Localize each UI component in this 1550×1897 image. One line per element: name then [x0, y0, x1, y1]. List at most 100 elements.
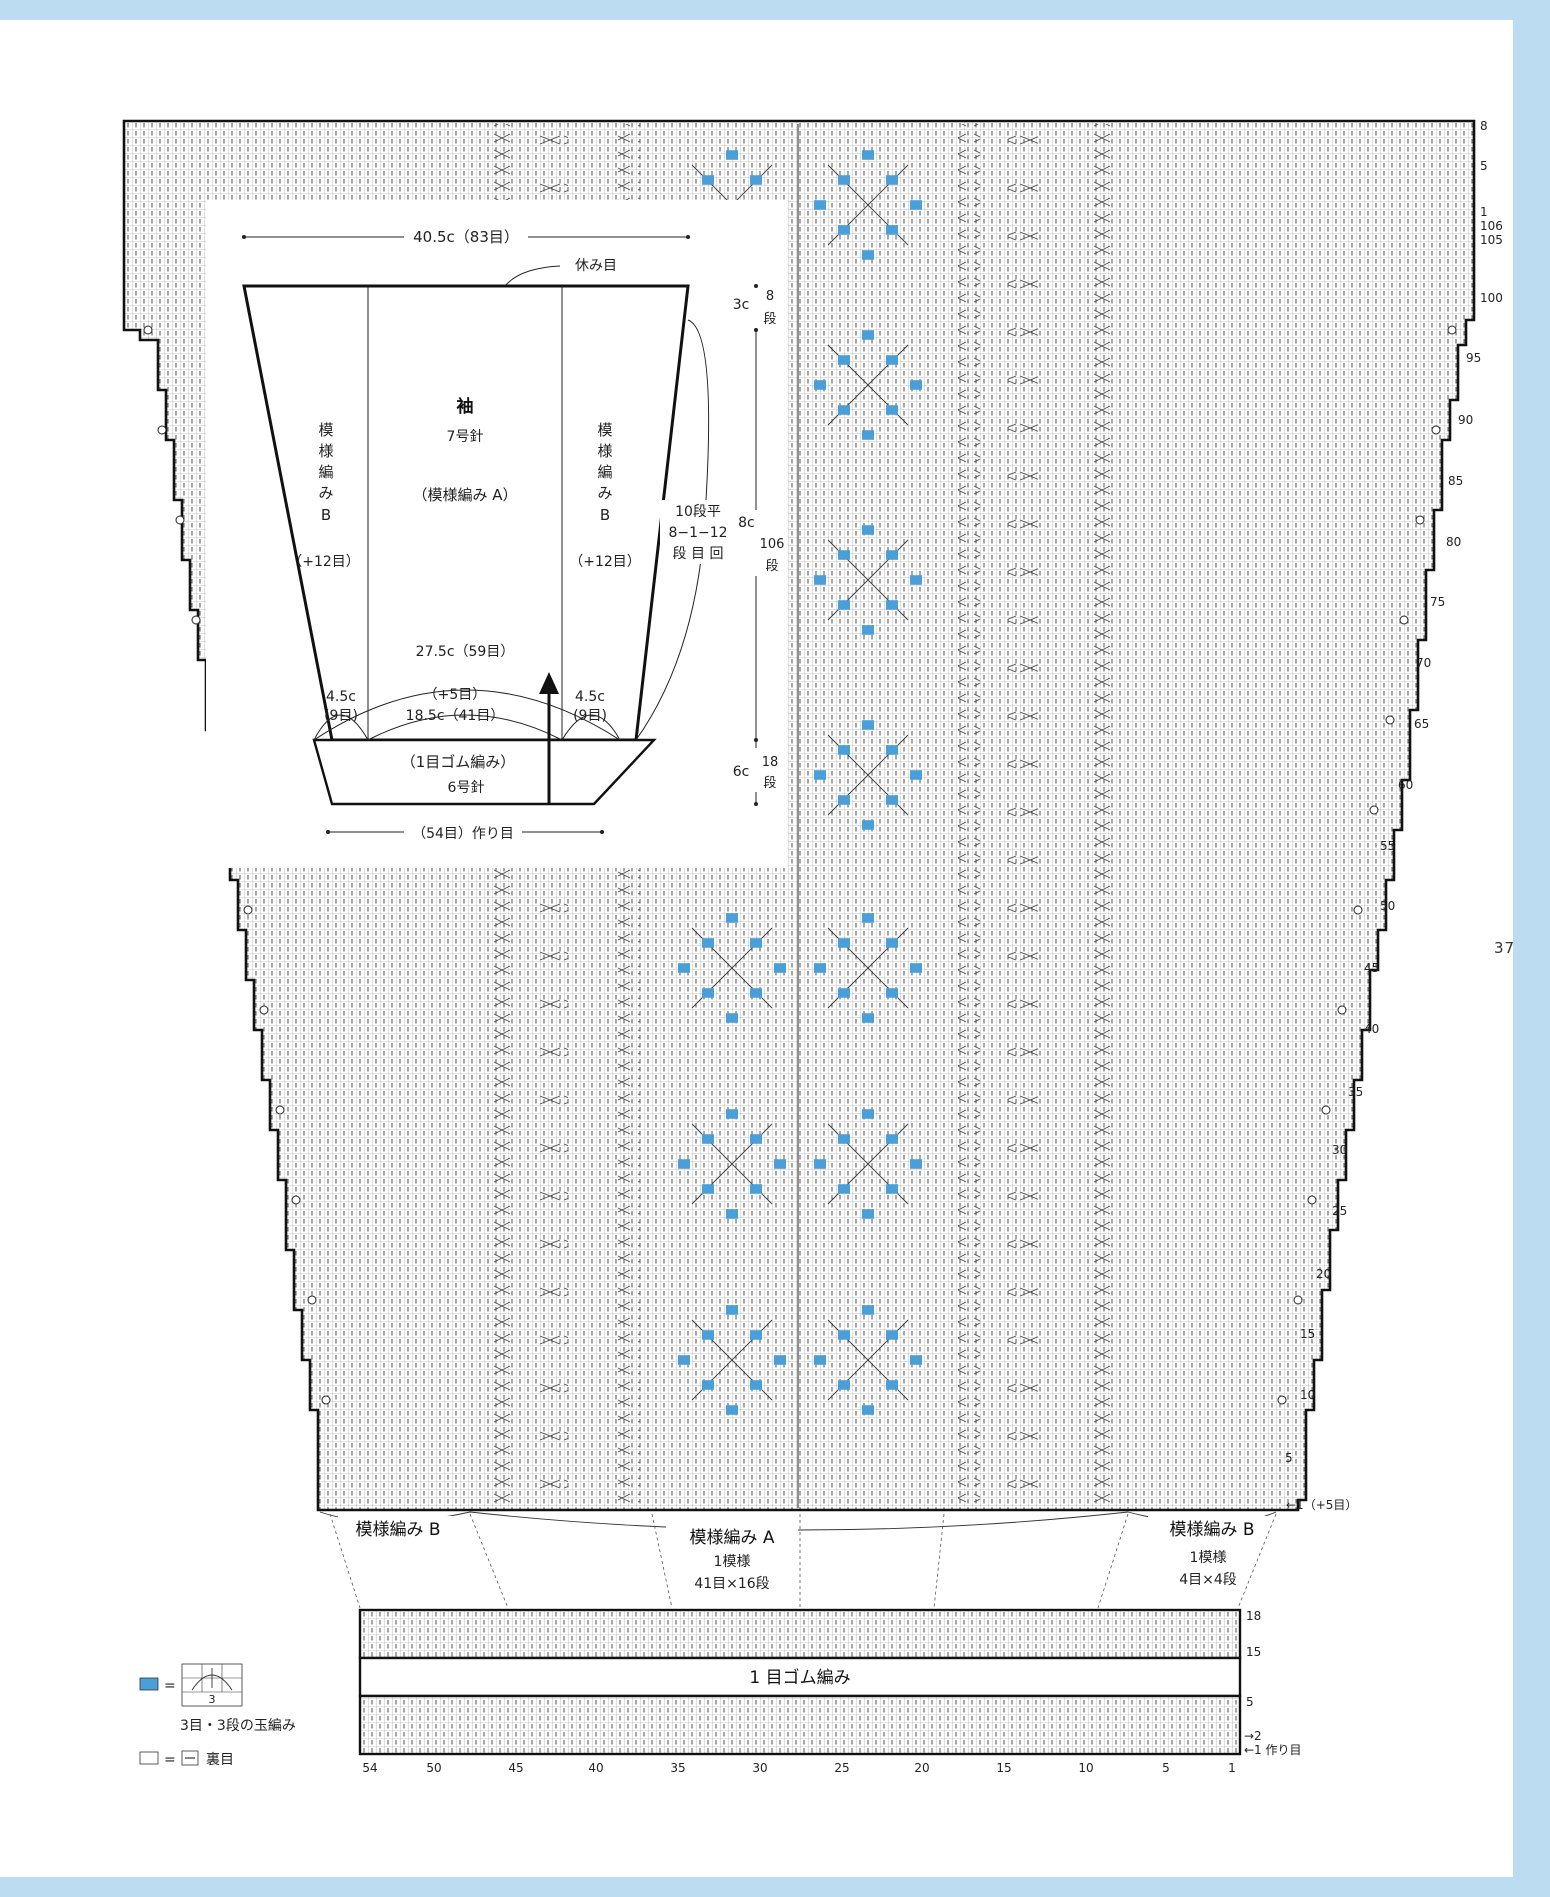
motif-center-2-bobble-2	[838, 1134, 850, 1144]
svg-text:10: 10	[1300, 1388, 1315, 1402]
motif-left-1-bobble-6	[702, 988, 714, 998]
svg-text:20: 20	[1316, 1267, 1331, 1281]
motif-center-1-bobble-4	[814, 963, 826, 973]
svg-text:模: 模	[318, 421, 333, 439]
motif-center-3-bobble-1	[862, 1305, 874, 1315]
sleeve-rib-label: （1目ゴム編み）	[401, 753, 516, 771]
svg-text:1模様: 1模様	[714, 1554, 751, 1570]
svg-text:30: 30	[1332, 1143, 1347, 1157]
svg-text:85: 85	[1448, 474, 1463, 488]
motif-center-1-bobble-7	[886, 988, 898, 998]
rib-chart-gap	[358, 1656, 1242, 1698]
motif-left-1-bobble-5	[774, 963, 786, 973]
svg-text:み: み	[318, 484, 333, 502]
motif-right-2-bobble-5	[910, 380, 922, 390]
motif-center-1-bobble-2	[838, 938, 850, 948]
motif-right-1-bobble-7	[886, 225, 898, 235]
svg-text:95: 95	[1466, 351, 1481, 365]
left-increase-mark-4	[191, 615, 201, 625]
svg-text:25: 25	[834, 1761, 849, 1775]
svg-text:1: 1	[1228, 1761, 1236, 1775]
right-increase-mark-7	[1353, 905, 1363, 915]
svg-text:106: 106	[760, 537, 785, 552]
right-increase-mark-12	[1277, 1395, 1287, 1405]
svg-text:1: 1	[1480, 205, 1488, 219]
svg-text:1模様: 1模様	[1190, 1550, 1227, 1566]
left-increase-mark-8	[259, 1005, 269, 1015]
rib-chart-top	[358, 1608, 1242, 1660]
svg-text:段: 段	[763, 312, 776, 327]
row-one-label: ←1（+5目）	[1286, 1498, 1357, 1512]
svg-text:10: 10	[1078, 1761, 1093, 1775]
svg-text:15: 15	[996, 1761, 1011, 1775]
sleeve-schematic: 40.5c（83目） 休み目 袖 7号針 （模様編み A） 模 様 編 み B …	[206, 200, 788, 868]
motif-right-4-bobble-8	[862, 820, 874, 830]
motif-right-2-bobble-8	[862, 430, 874, 440]
cable-column-4	[958, 124, 980, 1508]
svg-text:=: =	[164, 1752, 176, 1768]
svg-text:65: 65	[1414, 717, 1429, 731]
svg-text:20: 20	[914, 1761, 929, 1775]
sleeve-title: 袖	[457, 396, 474, 417]
left-increase-mark-2	[157, 425, 167, 435]
motif-left-3-bobble-2	[702, 1330, 714, 1340]
motif-right-4-bobble-1	[862, 720, 874, 730]
svg-text:30: 30	[752, 1761, 767, 1775]
svg-text:15: 15	[1300, 1327, 1315, 1341]
motif-right-3-bobble-8	[862, 625, 874, 635]
motif-right-3-bobble-2	[838, 550, 850, 560]
svg-text:(9目): (9目)	[573, 708, 607, 724]
motif-left-2-bobble-3	[750, 1134, 762, 1144]
svg-text:6c: 6c	[733, 764, 750, 780]
svg-text:18.5c（41目）: 18.5c（41目）	[406, 708, 505, 724]
svg-text:100: 100	[1480, 291, 1503, 305]
motif-right-1-bobble-1	[862, 150, 874, 160]
svg-text:70: 70	[1416, 656, 1431, 670]
row-labels: 8 5 1 106 105 100 95 90 85 80 75 70 65 6…	[1285, 119, 1503, 1512]
motif-right-1-bobble-4	[814, 200, 826, 210]
motif-center-2-bobble-5	[910, 1159, 922, 1169]
motif-left-1-bobble-1	[726, 913, 738, 923]
svg-text:3: 3	[209, 1693, 216, 1706]
motif-left-1-bobble-8	[726, 1013, 738, 1023]
right-increase-mark-2	[1431, 425, 1441, 435]
svg-text:模: 模	[597, 421, 612, 439]
svg-text:55: 55	[1380, 839, 1395, 853]
svg-text:8: 8	[766, 289, 774, 304]
purl-legend-swatch	[139, 1751, 159, 1765]
rib-chart-bottom	[358, 1694, 1242, 1756]
svg-text:様: 様	[318, 442, 333, 460]
motif-right-3-bobble-6	[838, 600, 850, 610]
svg-text:（+5目）: （+5目）	[424, 687, 487, 703]
motif-right-2-bobble-6	[838, 405, 850, 415]
svg-text:50: 50	[426, 1761, 441, 1775]
section-b-right-label: 模様編み B	[1169, 1520, 1254, 1540]
motif-left-2-bobble-5	[774, 1159, 786, 1169]
svg-text:3c: 3c	[733, 297, 750, 313]
motif-center-3-bobble-8	[862, 1405, 874, 1415]
svg-text:(9目): (9目)	[324, 708, 358, 724]
svg-text:5: 5	[1246, 1695, 1254, 1709]
motif-center-1-bobble-6	[838, 988, 850, 998]
motif-left-1-bobble-3	[750, 938, 762, 948]
motif-right-3-bobble-4	[814, 575, 826, 585]
svg-text:18: 18	[762, 755, 779, 770]
motif-center-3-bobble-7	[886, 1380, 898, 1390]
mid-width-label: 27.5c（59目）	[416, 644, 515, 660]
left-increase-mark-12	[321, 1395, 331, 1405]
cable-column-5	[1008, 124, 1038, 1508]
cable-column-6	[1088, 124, 1110, 1508]
svg-text:35: 35	[1348, 1085, 1363, 1099]
svg-text:5: 5	[1480, 159, 1488, 173]
svg-text:み: み	[597, 484, 612, 502]
svg-text:B: B	[321, 506, 331, 524]
motif-left-3-bobble-1	[726, 1305, 738, 1315]
svg-text:54: 54	[362, 1761, 377, 1775]
purl-symbol-icon	[181, 1750, 199, 1766]
motif-right-1-bobble-5	[910, 200, 922, 210]
rest-stitch-label: 休み目	[575, 258, 617, 274]
svg-text:4.5c: 4.5c	[575, 689, 605, 705]
svg-text:8−1−12: 8−1−12	[668, 525, 727, 541]
motif-center-2-bobble-3	[886, 1134, 898, 1144]
sleeve-rib-outline	[312, 738, 657, 806]
